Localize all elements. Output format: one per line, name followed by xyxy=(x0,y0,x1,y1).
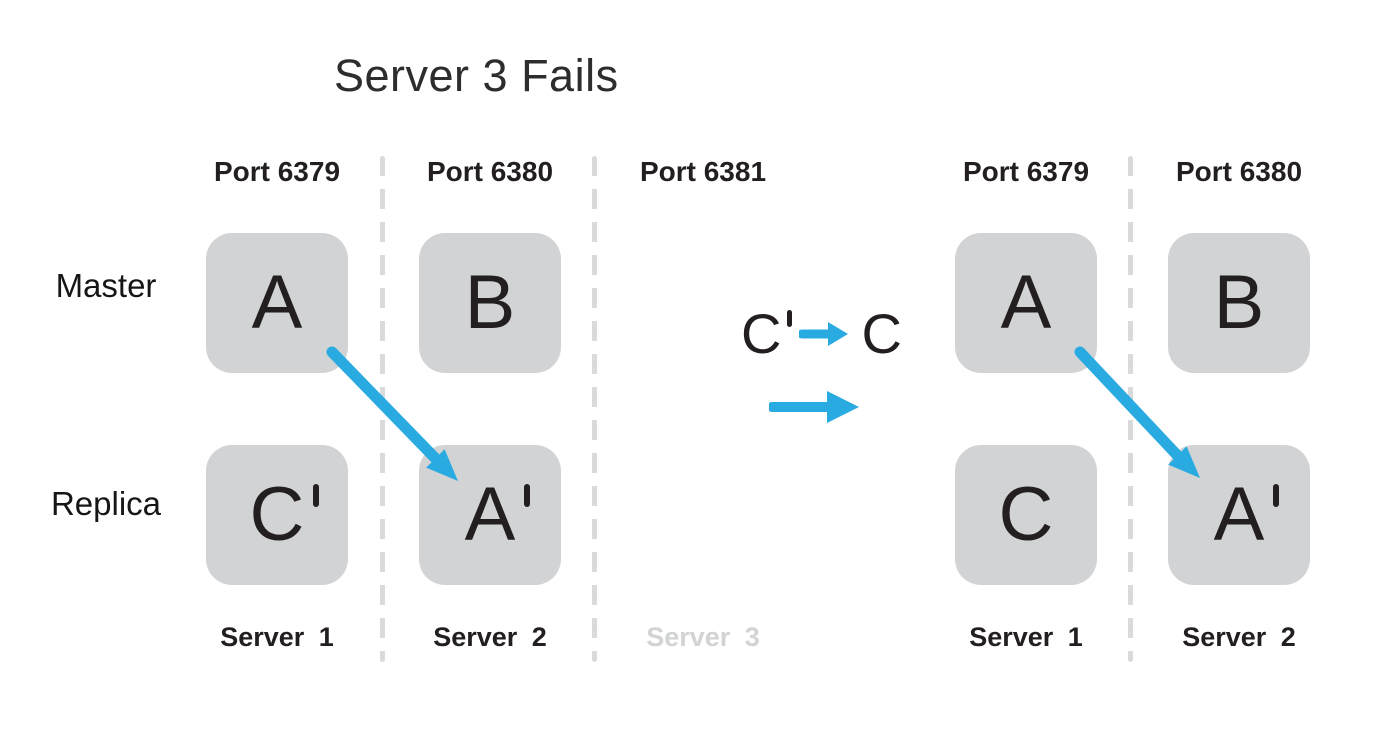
node-letter-text: A xyxy=(251,260,303,345)
node-letter: A xyxy=(1001,265,1052,341)
promotion-to-letter: C xyxy=(861,306,901,362)
node-letter: C xyxy=(250,477,320,553)
node-letter: C xyxy=(999,477,1054,553)
port-label: Port 6380 xyxy=(426,156,554,187)
port-label: Port 6381 xyxy=(639,156,767,187)
row-label-replica: Replica xyxy=(50,485,162,522)
node-letter-text: C xyxy=(998,472,1054,557)
node-letter-text: C xyxy=(249,472,305,557)
prime-mark-icon xyxy=(1273,484,1280,507)
server-label: Server 1 xyxy=(969,622,1083,652)
node-letter: A xyxy=(252,265,303,341)
prime-mark-icon xyxy=(524,484,531,507)
row-label-master: Master xyxy=(55,267,157,304)
node-letter-text: A xyxy=(1000,260,1052,345)
port-label: Port 6379 xyxy=(962,156,1090,187)
server-label: Server 2 xyxy=(433,622,547,652)
prime-mark-icon xyxy=(313,484,320,507)
node-letter-text: A xyxy=(1213,472,1265,557)
master-node-box: A xyxy=(955,233,1097,373)
node-letter-text: A xyxy=(464,472,516,557)
server-column-s2-before: Port 6380 B A Server 2 xyxy=(419,156,561,668)
node-letter-text: B xyxy=(1213,260,1265,345)
replication-arrow-icon xyxy=(1074,346,1200,478)
server-column-s3-failed: Port 6381 Server 3 xyxy=(632,156,774,668)
server-column-s2-after: Port 6380 B A Server 2 xyxy=(1168,156,1310,668)
promotion-from-letter: C xyxy=(741,306,793,362)
replication-arrow-icon xyxy=(326,346,458,481)
replica-node-box: C xyxy=(955,445,1097,585)
node-letter: B xyxy=(1214,265,1265,341)
column-divider xyxy=(592,156,597,662)
node-letter-text: C xyxy=(861,302,902,365)
promotion-arrow-icon xyxy=(799,322,849,346)
node-letter: B xyxy=(465,265,516,341)
replica-node-box: C xyxy=(206,445,348,585)
master-node-box: B xyxy=(419,233,561,373)
diagram-title: Server 3 Fails xyxy=(334,50,619,101)
transition-arrow-icon xyxy=(769,391,859,423)
node-letter-text: B xyxy=(464,260,516,345)
prime-mark-icon xyxy=(787,310,793,327)
master-node-box: B xyxy=(1168,233,1310,373)
port-label: Port 6379 xyxy=(213,156,341,187)
node-letter: A xyxy=(1214,477,1280,553)
server-label: Server 3 xyxy=(646,622,760,652)
server-label: Server 2 xyxy=(1182,622,1296,652)
server-column-s1-before: Port 6379 A C Server 1 xyxy=(206,156,348,668)
server-label: Server 1 xyxy=(220,622,334,652)
master-node-box: A xyxy=(206,233,348,373)
server-column-s1-after: Port 6379 A C Server 1 xyxy=(955,156,1097,668)
promotion-annotation: C C xyxy=(741,306,902,362)
node-letter-text: C xyxy=(741,302,782,365)
port-label: Port 6380 xyxy=(1175,156,1303,187)
node-letter: A xyxy=(465,477,531,553)
